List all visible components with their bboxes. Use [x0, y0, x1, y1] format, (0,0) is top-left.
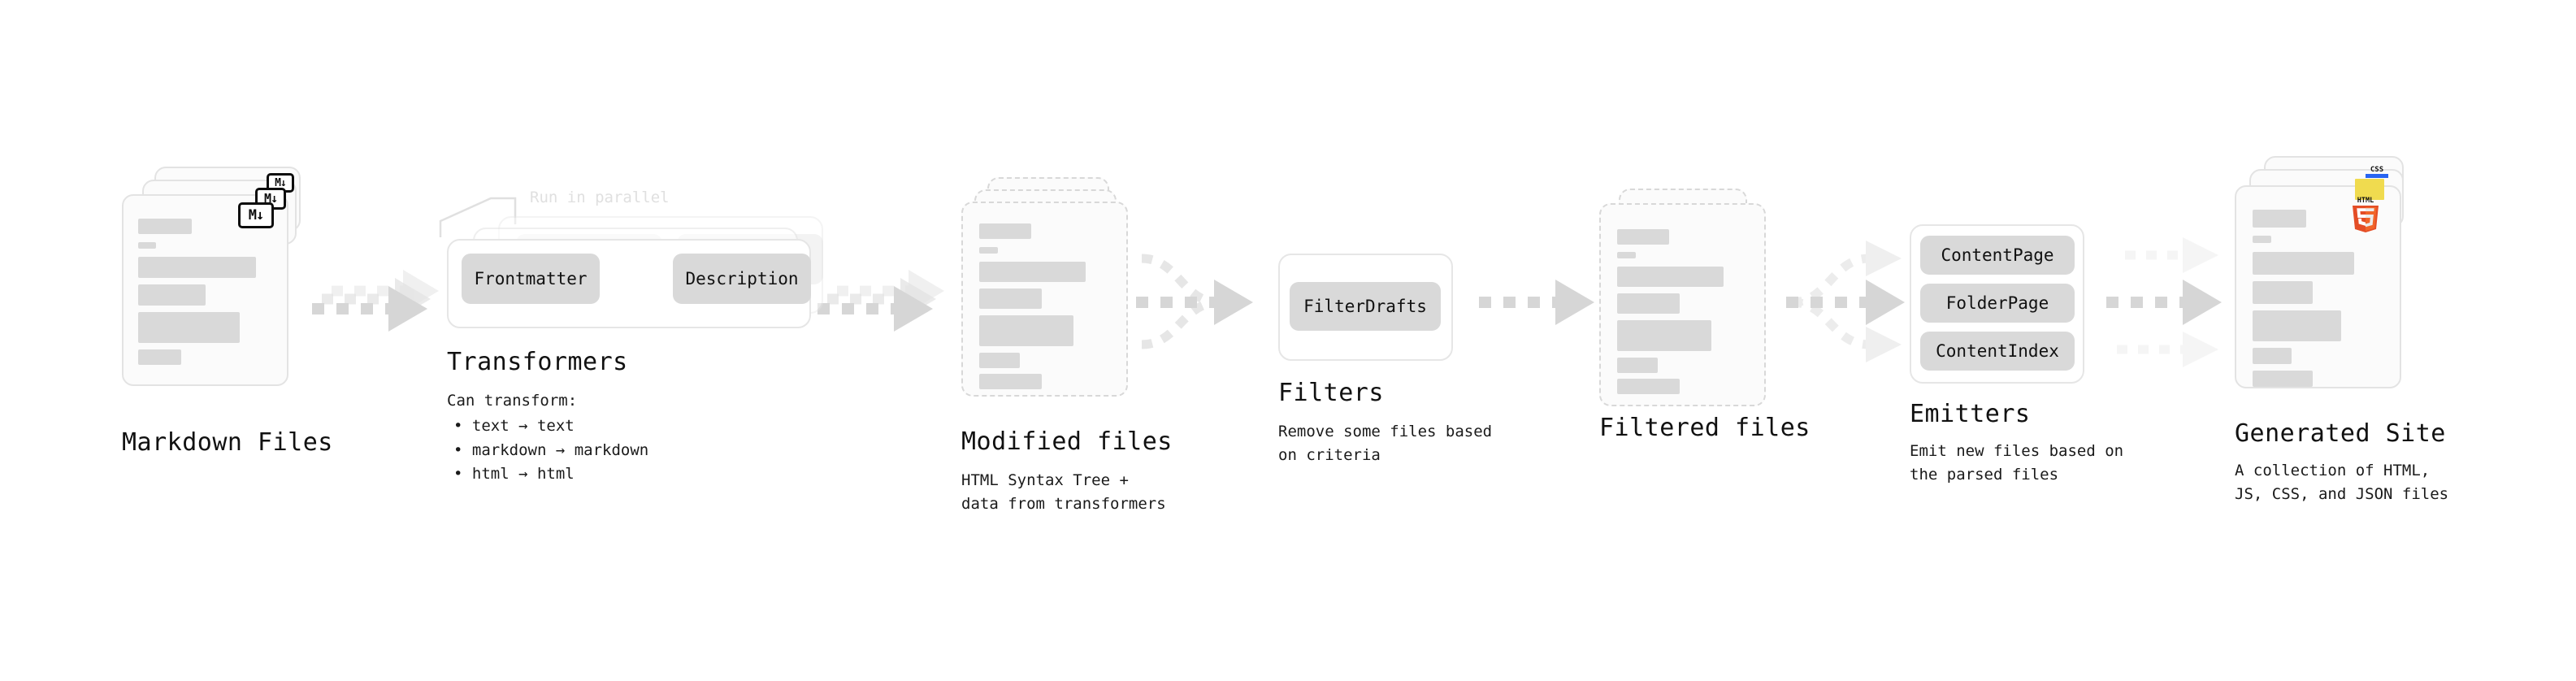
stage-title-generated: Generated Site: [2235, 419, 2446, 448]
emitters-pill-contentindex[interactable]: ContentIndex: [1920, 332, 2075, 371]
filtered-card-front: [1599, 203, 1766, 406]
emitters-pill-label: ContentIndex: [1936, 341, 2059, 361]
javascript-icon: [2355, 179, 2384, 200]
filters-subtitle: Remove some files based on criteria: [1278, 423, 1493, 465]
css3-icon: CSS: [2366, 163, 2388, 179]
transformer-pill-description[interactable]: Description: [673, 254, 811, 304]
transformer-pill-label: Frontmatter: [474, 269, 588, 288]
stage-markdown-files: M↓ M↓ M↓ Markdown Files: [122, 167, 333, 457]
stage-title-filters: Filters: [1278, 379, 1384, 407]
parallel-bracket-icon: [439, 197, 517, 237]
stage-filters: FilterDrafts Filters Remove some files b…: [1278, 254, 1492, 468]
svg-text:HTML: HTML: [2357, 197, 2374, 205]
arrow-emitters-to-site: [2106, 237, 2222, 367]
stage-title-modified: Modified files: [961, 427, 1173, 456]
transformer-pill-frontmatter[interactable]: Frontmatter: [462, 254, 600, 304]
parallel-annotation: Run in parallel: [530, 189, 670, 206]
stage-title-markdown: Markdown Files: [122, 428, 333, 457]
stage-title-filtered: Filtered files: [1599, 414, 1811, 442]
emitters-subtitle: Emit new files based on the parsed files: [1910, 442, 2124, 484]
transformers-subtitle: Can transform:: [447, 392, 578, 410]
stage-transformers: Run in parallel: [439, 189, 829, 487]
emitters-pill-folderpage[interactable]: FolderPage: [1920, 284, 2075, 323]
markdown-icon-front: M↓: [238, 202, 274, 228]
transformer-pill-label: Description: [685, 269, 799, 288]
html5-icon: HTML: [2349, 195, 2382, 234]
arrow-transformers-to-modified: [817, 270, 944, 332]
stage-emitters: ContentPage FolderPage ContentIndex Emit…: [1910, 224, 2123, 488]
modified-subtitle: HTML Syntax Tree + data from transformer…: [961, 471, 1166, 514]
svg-text:CSS: CSS: [2370, 166, 2383, 174]
transformers-bullet-3: • html → html: [453, 465, 575, 484]
stage-title-transformers: Transformers: [447, 348, 628, 376]
filters-pill-filterdrafts[interactable]: FilterDrafts: [1290, 282, 1441, 331]
filters-pill-label: FilterDrafts: [1303, 297, 1427, 316]
transformers-bullet-2: • markdown → markdown: [453, 440, 649, 459]
modified-card-front: [961, 202, 1128, 397]
stage-generated-site: CSS HTML: [2235, 156, 2448, 507]
transformers-bullet-1: • text → text: [453, 417, 575, 436]
stage-filtered-files: Filtered files: [1599, 189, 1811, 442]
emitters-pill-label: FolderPage: [1945, 293, 2049, 313]
emitters-pill-contentpage[interactable]: ContentPage: [1920, 236, 2075, 275]
stage-modified-files: Modified files HTML Syntax Tree + data f…: [961, 177, 1173, 517]
emitters-pill-label: ContentPage: [1941, 245, 2054, 265]
generated-subtitle: A collection of HTML, JS, CSS, and JSON …: [2235, 462, 2449, 504]
stage-title-emitters: Emitters: [1910, 400, 2031, 428]
arrow-filters-to-filtered: [1479, 280, 1594, 325]
